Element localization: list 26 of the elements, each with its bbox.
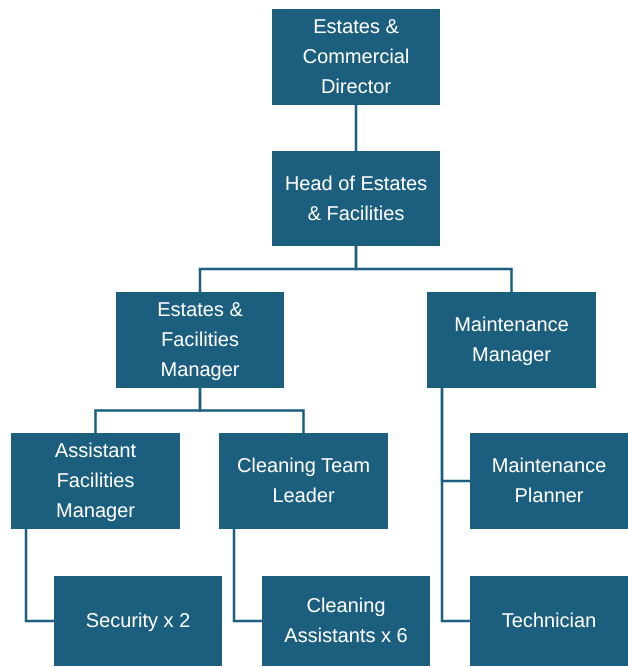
role-title: Head of Estates & Facilities: [284, 172, 428, 226]
role-title: Maintenance Planner: [490, 454, 608, 509]
role-title: Estates & Facilities Manager: [156, 298, 244, 383]
role-box: [470, 433, 628, 529]
role-title: Cleaning Team Leader: [236, 454, 372, 509]
connector-line: [24, 529, 54, 622]
role-box: [272, 9, 440, 105]
role-title: Assistant Facilities Manager: [54, 439, 138, 524]
connector-line: [354, 246, 513, 292]
role-box: [470, 576, 628, 666]
connector-line: [440, 388, 470, 622]
role-title: Estates & Commercial Director: [302, 15, 410, 100]
role-title: Security x 2: [86, 609, 190, 634]
role-title: Technician: [502, 609, 596, 634]
role-title: Cleaning Assistants x 6: [283, 594, 409, 649]
role-box: [272, 151, 440, 246]
role-title: Maintenance Manager: [453, 313, 570, 368]
role-box: [54, 576, 222, 666]
connector-line: [232, 529, 262, 622]
role-box: [11, 433, 180, 529]
role-box: [262, 576, 430, 666]
role-box: [219, 433, 388, 529]
role-box: [116, 292, 284, 388]
connector-line: [354, 105, 358, 151]
role-box: [427, 292, 596, 388]
connector-line: [198, 388, 305, 433]
